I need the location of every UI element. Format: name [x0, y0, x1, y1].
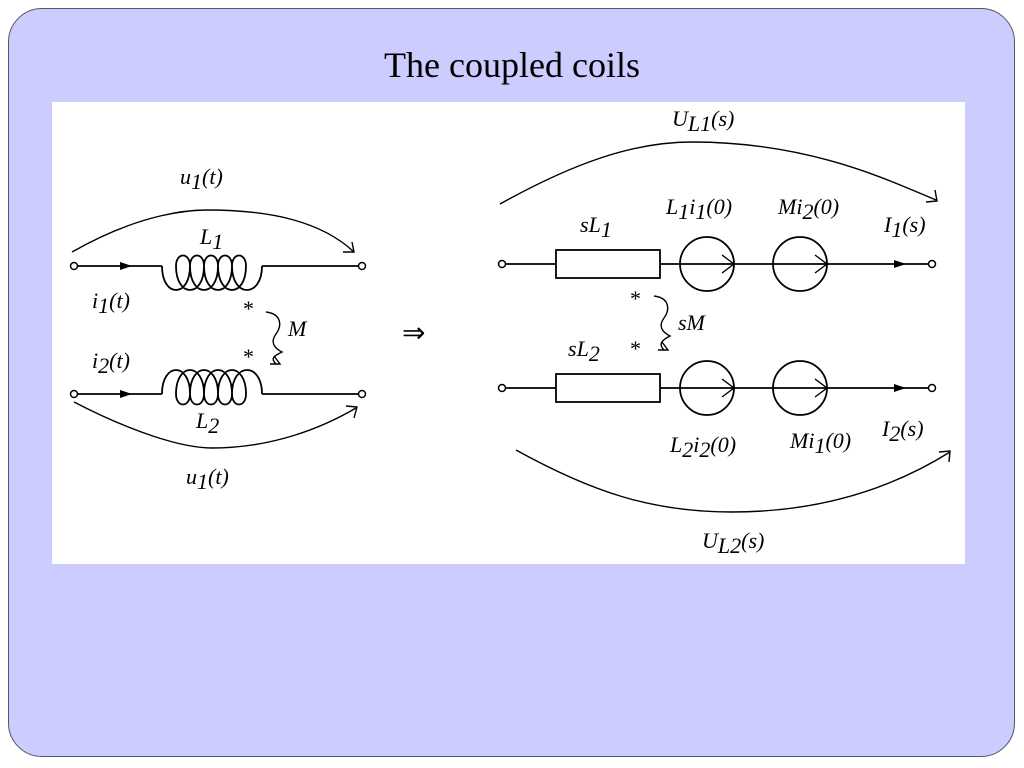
voltage-arc-UL1	[499, 141, 937, 205]
voltage-arc-UL2	[515, 449, 951, 513]
terminal-1-left	[69, 261, 79, 271]
voltage-arrowhead-UL1	[925, 189, 938, 203]
label-sL2: sL2	[568, 336, 600, 366]
current-arrow-I2	[894, 384, 906, 392]
label-L1i1-0: L1i1(0)	[665, 194, 732, 224]
dot-marker-coil2: *	[243, 344, 254, 369]
voltage-arc-bottom	[73, 401, 357, 449]
dot-marker-branch1: *	[630, 286, 641, 311]
terminal-3-right	[927, 259, 937, 269]
label-L2: L2	[195, 408, 219, 438]
label-sM: sM	[678, 310, 707, 335]
dot-marker-coil1: *	[243, 296, 254, 321]
voltage-arrowhead-top	[343, 241, 355, 253]
transform-arrow: ⇒	[402, 318, 425, 349]
label-M: M	[287, 316, 308, 341]
impedance-sL2	[555, 373, 661, 403]
label-i1: i1(t)	[92, 288, 130, 318]
terminal-2-right	[357, 389, 367, 399]
terminal-4-right	[927, 383, 937, 393]
voltage-arrowhead-bottom	[345, 405, 358, 419]
current-arrow-I1	[894, 260, 906, 268]
terminal-2-left	[69, 389, 79, 399]
label-Mi2-0: Mi2(0)	[777, 194, 839, 224]
label-Mi1-0: Mi1(0)	[789, 428, 851, 458]
slide-title: The coupled coils	[384, 45, 640, 85]
mutual-coupling-arrow-sM	[653, 295, 672, 351]
label-L2i2-0: L2i2(0)	[669, 432, 736, 462]
label-I1: I1(s)	[883, 212, 926, 242]
terminal-1-right	[357, 261, 367, 271]
left-circuit: u1(t) L1 i1(t) * * M i2(t) L2	[69, 164, 367, 494]
terminal-3-left	[497, 259, 507, 269]
coil-L2	[161, 369, 263, 406]
label-UL2: UL2(s)	[702, 528, 764, 558]
label-I2: I2(s)	[881, 416, 924, 446]
mutual-coupling-arrow	[265, 311, 284, 365]
voltage-arrowhead-UL2	[938, 450, 951, 463]
right-circuit: UL1(s) sL1 L1i1(0) Mi2(0) I1(s) * *	[497, 106, 951, 558]
terminal-4-left	[497, 383, 507, 393]
label-i2: i2(t)	[92, 348, 130, 378]
label-L1: L1	[199, 224, 223, 254]
voltage-arc-top	[71, 209, 355, 253]
label-UL1: UL1(s)	[672, 106, 734, 136]
current-arrow-i1	[120, 262, 132, 270]
label-u1-top: u1(t)	[180, 164, 223, 194]
label-u1-bottom: u1(t)	[186, 464, 229, 494]
circuit-diagram: u1(t) L1 i1(t) * * M i2(t) L2	[69, 106, 951, 558]
coil-L1	[161, 254, 263, 291]
label-sL1: sL1	[580, 212, 612, 242]
current-arrow-i2	[120, 390, 132, 398]
impedance-sL1	[555, 249, 661, 279]
circuit-diagram-panel: u1(t) L1 i1(t) * * M i2(t) L2	[52, 102, 965, 564]
dot-marker-branch2: *	[630, 336, 641, 361]
